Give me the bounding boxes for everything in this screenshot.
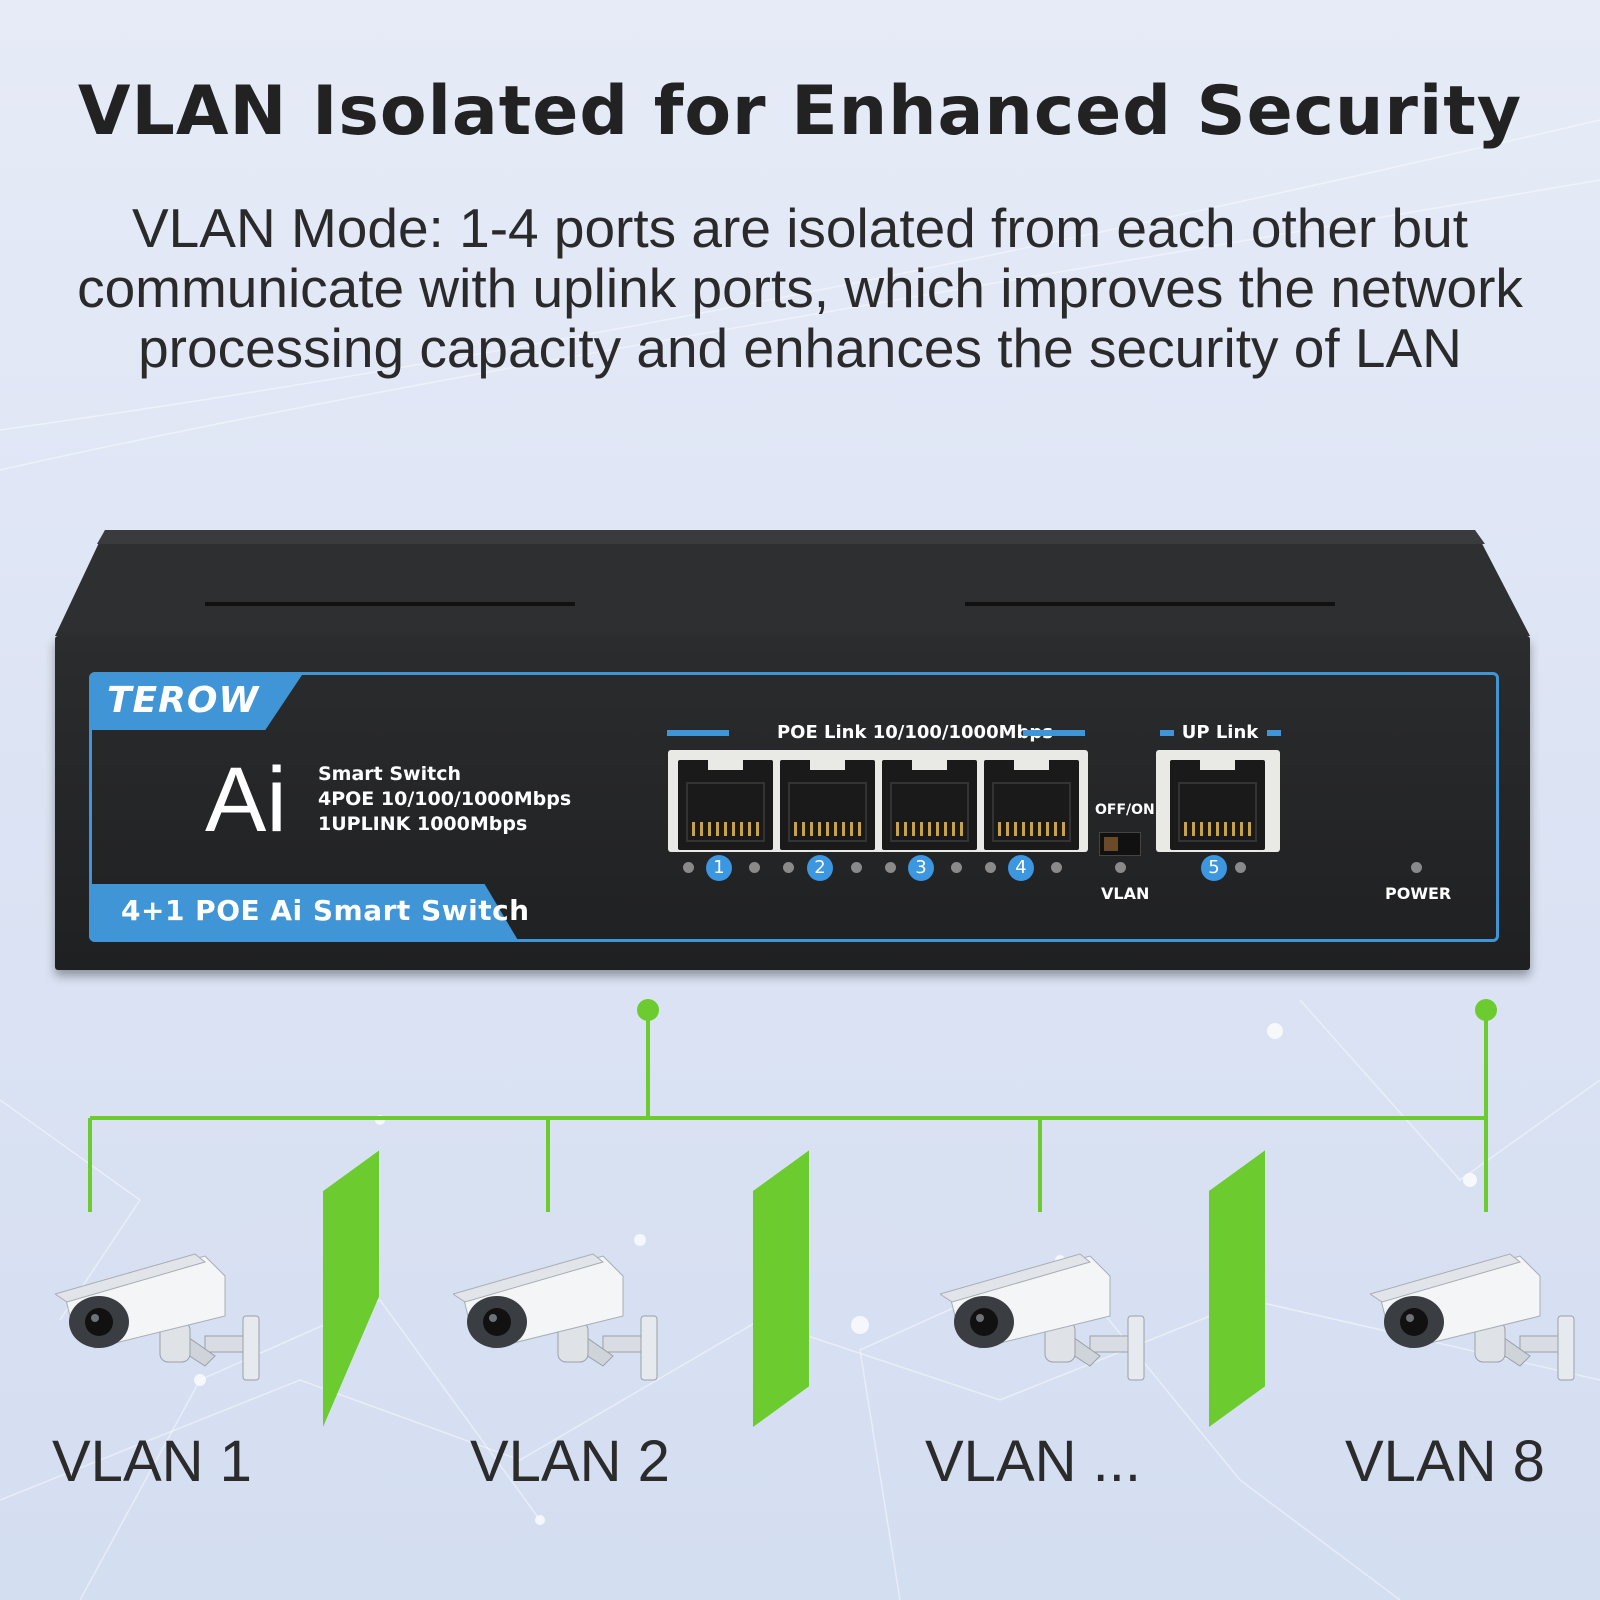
- description: VLAN Mode: 1-4 ports are isolated from e…: [40, 198, 1560, 378]
- vlan-toggle-switch[interactable]: [1099, 832, 1141, 856]
- vlan-isolation-wall: [1209, 1150, 1265, 1427]
- ai-logo: Ai: [205, 749, 287, 851]
- ethernet-port-4[interactable]: [984, 754, 1079, 850]
- switch-front-panel: TEROW Ai Smart Switch 4POE 10/100/1000Mb…: [55, 636, 1530, 970]
- panel-border: [89, 672, 1499, 942]
- power-led: [1411, 862, 1422, 873]
- security-camera-icon: [453, 1253, 658, 1381]
- description-line: communicate with uplink ports, which imp…: [77, 257, 1523, 319]
- port-led: [1235, 862, 1246, 873]
- switch-top-lid: [55, 530, 1530, 636]
- vlan-isolation-wall: [753, 1150, 809, 1427]
- vlan-label: VLAN 2: [470, 1429, 670, 1494]
- vlan-label: VLAN ...: [925, 1429, 1141, 1494]
- uplink-label: UP Link: [1181, 722, 1259, 743]
- vlan-label: VLAN 8: [1345, 1429, 1545, 1494]
- vlan-label: VLAN 1: [52, 1429, 252, 1494]
- poe-link-label: POE Link 10/100/1000Mbps: [776, 722, 1053, 743]
- port-led: [783, 862, 794, 873]
- port-led: [1051, 862, 1062, 873]
- model-tab: [89, 884, 519, 942]
- port-led: [683, 862, 694, 873]
- security-camera-icon: [55, 1253, 260, 1381]
- vlan-led-label: VLAN: [1101, 884, 1150, 903]
- power-label: POWER: [1385, 884, 1452, 903]
- port-number-badge: 3: [908, 855, 934, 881]
- security-camera-icon: [940, 1253, 1145, 1381]
- port-led: [749, 862, 760, 873]
- vlan-led: [1115, 862, 1126, 873]
- spec-text: Smart Switch 4POE 10/100/1000Mbps 1UPLIN…: [318, 762, 571, 837]
- ethernet-port-2[interactable]: [780, 754, 875, 850]
- link-node: [1475, 999, 1497, 1021]
- ethernet-port-3[interactable]: [882, 754, 977, 850]
- port-led: [851, 862, 862, 873]
- spec-line: 4POE 10/100/1000Mbps: [318, 788, 572, 810]
- brand-tab: [89, 672, 304, 730]
- ethernet-port-1[interactable]: [678, 754, 773, 850]
- label-bar: [1023, 730, 1085, 736]
- ethernet-port-5[interactable]: [1170, 754, 1265, 850]
- label-bar: [1160, 730, 1174, 736]
- port-led: [951, 862, 962, 873]
- poe-port-block: [668, 750, 1088, 852]
- poe-switch-device: TEROW Ai Smart Switch 4POE 10/100/1000Mb…: [55, 530, 1530, 970]
- link-node: [637, 999, 659, 1021]
- uplink-port-block: [1156, 750, 1280, 852]
- vlan-switch-label: OFF/ON: [1095, 802, 1155, 818]
- label-bar: [1267, 730, 1281, 736]
- brand-logo: TEROW: [107, 680, 260, 721]
- description-line: VLAN Mode: 1-4 ports are isolated from e…: [132, 197, 1468, 259]
- port-led: [885, 862, 896, 873]
- port-number-badge: 1: [706, 855, 732, 881]
- description-line: processing capacity and enhances the sec…: [138, 317, 1462, 379]
- port-number-badge: 5: [1201, 855, 1227, 881]
- spec-line: Smart Switch: [318, 763, 461, 785]
- page-title: VLAN Isolated for Enhanced Security: [77, 72, 1523, 151]
- port-number-badge: 2: [807, 855, 833, 881]
- security-camera-icon: [1370, 1253, 1575, 1381]
- spec-line: 1UPLINK 1000Mbps: [318, 813, 528, 835]
- port-number-badge: 4: [1008, 855, 1034, 881]
- label-bar: [667, 730, 729, 736]
- model-name: 4+1 POE Ai Smart Switch: [121, 894, 530, 927]
- port-led: [985, 862, 996, 873]
